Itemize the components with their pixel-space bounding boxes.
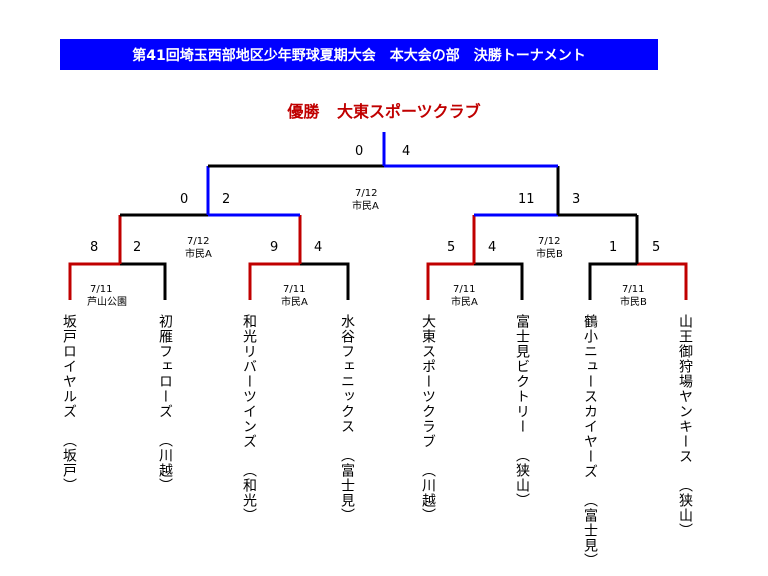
team-home: （狭山） <box>514 448 530 508</box>
team-home: （狭山） <box>677 478 693 538</box>
r1d-score-right: 5 <box>652 240 660 255</box>
team-name: 水谷フェニックス <box>339 314 355 434</box>
team-sakado-royals: 坂戸ロイヤルズ （坂戸） <box>60 314 78 493</box>
r1c-score-left: 5 <box>447 240 455 255</box>
sf1-score-left: 0 <box>180 192 188 207</box>
r1c-venue: 市民A <box>451 295 478 308</box>
r1d-date: 7/11 <box>622 284 644 295</box>
final-score-left: 0 <box>355 144 363 159</box>
final-score-right: 4 <box>402 144 410 159</box>
champion-label: 優勝 <box>287 102 320 121</box>
tournament-title: 第41回埼玉西部地区少年野球夏期大会 本大会の部 決勝トーナメント <box>60 39 658 70</box>
team-sanno-okariba-yankees: 山王御狩場ヤンキース （狭山） <box>676 314 694 538</box>
bracket-line-r1c-right <box>474 262 524 300</box>
r1a-venue: 芦山公園 <box>87 296 127 308</box>
sf2-venue: 市民B <box>536 247 563 260</box>
r1b-score-left: 9 <box>270 240 278 255</box>
sf2-score-left: 11 <box>518 192 535 207</box>
team-name: 坂戸ロイヤルズ <box>61 314 77 419</box>
team-mizutani-phoenix: 水谷フェニックス （富士見） <box>338 314 356 523</box>
team-name: 山王御狩場ヤンキース <box>677 314 693 464</box>
champion-team: 大東スポーツクラブ <box>336 102 481 121</box>
sf1-score-right: 2 <box>222 192 230 207</box>
team-daito-sports-club: 大東スポーツクラブ （川越） <box>419 314 437 523</box>
team-name: 富士見ビクトリー <box>514 314 530 434</box>
sf1-venue: 市民A <box>185 247 212 260</box>
r1b-venue: 市民A <box>281 295 308 308</box>
r1a-score-right: 2 <box>133 240 141 255</box>
final-venue: 市民A <box>352 199 379 212</box>
bracket-line-r1b-right <box>300 262 350 300</box>
team-name: 初雁フェローズ <box>157 314 173 419</box>
bracket-line-r1d-right <box>637 262 688 300</box>
sf2-date: 7/12 <box>538 236 560 247</box>
team-tsurusho-new-skyers: 鶴小ニュースカイヤーズ （富士見） <box>581 314 599 568</box>
team-wako-river-twins: 和光リバーツインズ （和光） <box>240 314 258 523</box>
team-home: （坂戸） <box>61 433 77 493</box>
final-date: 7/12 <box>355 188 377 199</box>
champion-banner: 優勝 大東スポーツクラブ <box>0 98 768 122</box>
bracket-line-r1a-left <box>68 262 120 300</box>
r1b-date: 7/11 <box>283 284 305 295</box>
r1b-score-right: 4 <box>314 240 322 255</box>
team-home: （富士見） <box>339 448 355 523</box>
sf2-score-right: 3 <box>572 192 580 207</box>
bracket-line-r1b-left-win <box>248 262 300 300</box>
r1c-score-right: 4 <box>488 240 496 255</box>
sf1-date: 7/12 <box>187 236 209 247</box>
r1d-venue: 市民B <box>620 295 647 308</box>
bracket-line-r1a-right <box>120 262 167 300</box>
team-home: （和光） <box>241 463 257 523</box>
team-name: 和光リバーツインズ <box>241 314 257 449</box>
team-home: （富士見） <box>582 493 598 568</box>
r1a-score-left: 8 <box>90 240 98 255</box>
team-name: 大東スポーツクラブ <box>420 314 436 449</box>
r1c-date: 7/11 <box>453 284 475 295</box>
r1a-date: 7/11 <box>90 284 112 295</box>
bracket-line-r1c-left <box>426 262 474 300</box>
team-home: （川越） <box>420 463 436 523</box>
r1d-score-left: 1 <box>609 240 617 255</box>
bracket-line-r1d-left <box>588 262 637 300</box>
team-hatsukari-fellows: 初雁フェローズ （川越） <box>156 314 174 493</box>
team-fujimi-victory: 富士見ビクトリー （狭山） <box>513 314 531 508</box>
team-home: （川越） <box>157 433 173 493</box>
team-name: 鶴小ニュースカイヤーズ <box>582 314 598 479</box>
